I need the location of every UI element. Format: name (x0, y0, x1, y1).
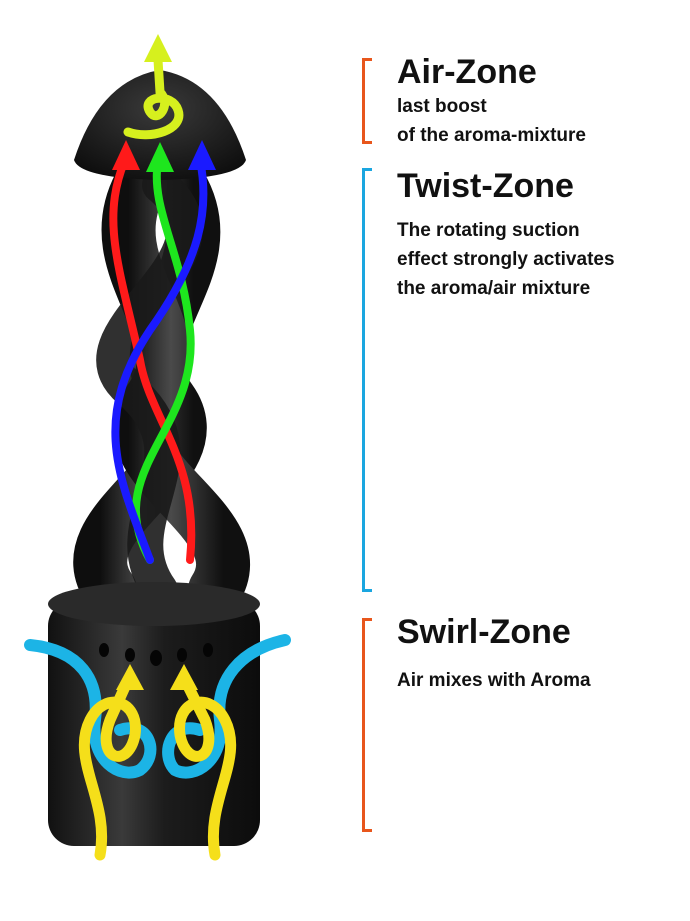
swirl-zone-label: Swirl-Zone Air mixes with Aroma (397, 612, 591, 695)
base-hole (150, 650, 162, 666)
twist-flow-arrows (109, 140, 216, 564)
yellow-arrowhead-left (116, 664, 144, 690)
swirl-flow-arrows (24, 634, 291, 861)
yellow-arrowhead-right (170, 664, 198, 690)
flow-yellow-left (78, 674, 141, 861)
air-zone-desc-line: last boost (397, 96, 487, 117)
twist-zone-bracket (362, 168, 372, 592)
yellowgreen-swirl (123, 55, 184, 140)
flow-cyan-right (162, 634, 291, 779)
base-hole (99, 643, 109, 657)
twist-zone-desc-line: effect strongly activates (397, 249, 615, 270)
flow-yellow-right (174, 674, 237, 861)
twist-zone-desc-line: The rotating suction (397, 220, 580, 241)
base-hole (203, 643, 213, 657)
flow-blue-arrowhead (188, 140, 216, 170)
air-zone-label: Air-Zone last boost of the aroma-mixture (397, 52, 586, 150)
swirl-zone-bracket (362, 618, 372, 832)
swirl-zone-desc-line: Air mixes with Aroma (397, 670, 591, 691)
yellowgreen-arrowhead (144, 34, 172, 62)
air-zone-swirl (123, 34, 184, 140)
twist-zone-desc-line: the aroma/air mixture (397, 278, 591, 299)
flow-red-arrowhead (112, 140, 140, 170)
flow-red (109, 156, 196, 564)
air-zone-bracket (362, 58, 372, 144)
flow-cyan-left (24, 639, 157, 779)
base-hole (125, 648, 135, 662)
flow-green (132, 156, 195, 564)
flow-green-arrowhead (146, 142, 174, 172)
swirl-zone-title: Swirl-Zone (397, 613, 571, 651)
air-zone-desc-line: of the aroma-mixture (397, 125, 586, 146)
base-hole (177, 648, 187, 662)
flow-blue (111, 156, 208, 564)
twist-zone-title: Twist-Zone (397, 167, 574, 205)
air-zone-title: Air-Zone (397, 53, 537, 91)
swirl-zone-base (48, 582, 260, 846)
twist-zone-label: Twist-Zone The rotating suction effect s… (397, 166, 615, 303)
